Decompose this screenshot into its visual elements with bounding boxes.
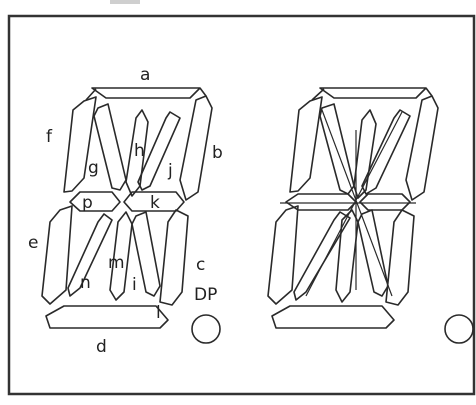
segment-j (361, 109, 411, 195)
digit-1: a b c d e f g h i j k l m n p DP (28, 65, 223, 357)
segment-d (45, 305, 169, 329)
segment-n (293, 211, 351, 301)
segment-g (319, 103, 355, 195)
label-h: h (134, 141, 145, 161)
label-d: d (96, 337, 107, 357)
segment-n (67, 213, 113, 297)
decimal-point-dot (444, 314, 474, 344)
digit-2 (267, 87, 474, 344)
segment-m (109, 211, 133, 301)
segment-d (271, 305, 395, 329)
segment-f (63, 96, 97, 193)
segment-e (267, 205, 299, 305)
outer-frame (7, 14, 476, 396)
decimal-point-dot (191, 314, 221, 344)
top-edge-mark (110, 0, 140, 4)
segment-a (311, 87, 433, 101)
segment-e (41, 205, 73, 305)
center-construction-lines (280, 109, 416, 297)
label-k: k (150, 193, 160, 213)
label-f: f (46, 127, 53, 147)
segment-c (385, 209, 415, 306)
segment-l (357, 209, 389, 297)
segment-p (69, 191, 121, 212)
segment-b (179, 95, 213, 201)
segment-h (353, 109, 377, 199)
segment-c (159, 209, 189, 306)
segment-m (335, 209, 359, 303)
segment-j (137, 111, 181, 191)
segment-k (123, 191, 185, 212)
label-i: i (132, 275, 137, 295)
segment-f (289, 96, 323, 193)
label-l: l (156, 303, 161, 323)
label-n: n (80, 273, 91, 293)
label-dp: DP (194, 285, 217, 305)
segment-k (359, 193, 411, 211)
label-p: p (82, 193, 93, 213)
segment-g (93, 103, 127, 191)
label-g: g (88, 158, 99, 178)
label-c: c (196, 255, 205, 275)
segment-a (85, 87, 207, 101)
label-e: e (28, 233, 38, 253)
label-j: j (167, 161, 173, 181)
segment-p (285, 193, 357, 211)
label-b: b (212, 143, 223, 163)
label-a: a (140, 65, 150, 85)
segment-l (131, 211, 161, 297)
segment-b (405, 95, 439, 201)
label-m: m (108, 253, 125, 273)
